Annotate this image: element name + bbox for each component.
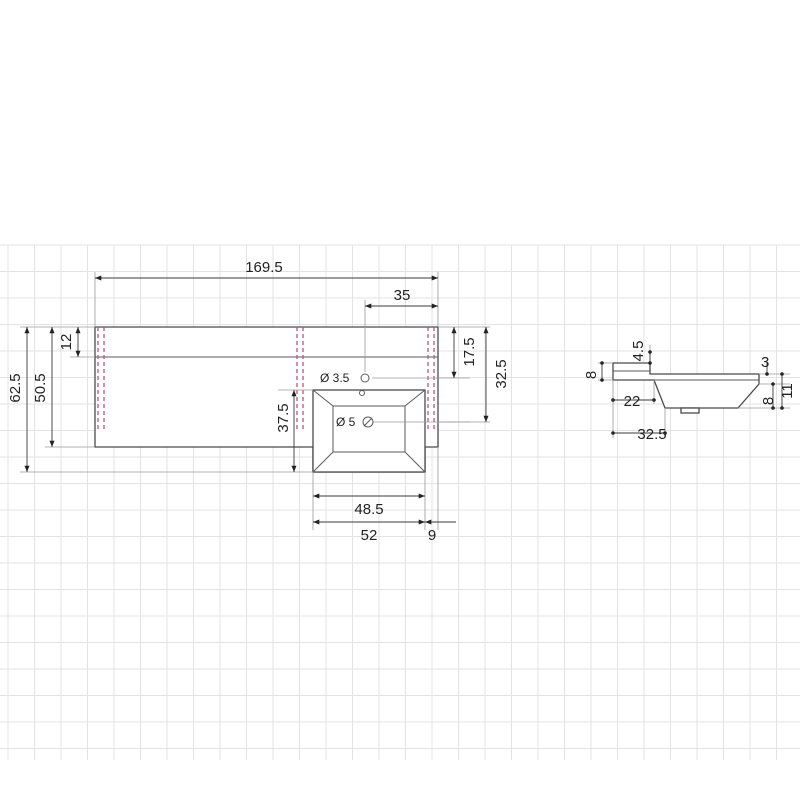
label-right-depth: 32.5 (493, 359, 510, 388)
label-drain-hole: Ø 5 (336, 415, 356, 429)
dim-tick (663, 431, 667, 435)
front-view: 169.5 35 62.5 50.5 12 17.5 32.5 37.5 48.… (7, 259, 510, 544)
dim-tick (611, 431, 615, 435)
dim-tick (648, 361, 652, 365)
dim-tick (652, 398, 656, 402)
tap-hole (360, 373, 370, 383)
label-tap-hole: Ø 3.5 (320, 371, 350, 385)
dim-tick (771, 382, 775, 386)
label-right-margin: 9 (428, 527, 436, 544)
label-top-band: 12 (58, 334, 75, 351)
basin-corner-br (404, 451, 426, 473)
label-rim-height: 3 (761, 354, 769, 371)
label-step-height: 8 (583, 371, 600, 379)
label-basin-depth: 37.5 (275, 403, 292, 432)
label-step-width: 4.5 (630, 341, 647, 362)
label-depth: 50.5 (32, 373, 49, 402)
basin-inner (332, 405, 406, 453)
dim-tick (648, 350, 652, 354)
dim-tick (611, 398, 615, 402)
label-bowl-width: 22 (624, 393, 641, 410)
dim-tick (780, 372, 784, 376)
side-view: 8 4.5 3 8 11 22 32.5 (583, 341, 796, 443)
label-overall-width: 169.5 (245, 259, 283, 276)
basin-corner-bl (312, 451, 334, 473)
background-grid (0, 244, 800, 760)
label-left-height: 62.5 (7, 373, 24, 402)
side-profile (612, 362, 760, 409)
label-right-offset: 35 (394, 287, 411, 304)
basin-corner-tr (404, 389, 426, 407)
side-drain-stub (680, 407, 700, 414)
dim-tick (600, 361, 604, 365)
dim-tick (771, 406, 775, 410)
label-basin-outer-width: 52 (361, 527, 378, 544)
label-basin-height: 8 (760, 397, 777, 405)
dim-tick (765, 372, 769, 376)
drain-hole-cross (363, 417, 373, 427)
dim-tick (600, 378, 604, 382)
label-hole-offset: 17.5 (461, 337, 478, 366)
basin-outer (312, 389, 426, 473)
label-overall-height: 11 (779, 383, 796, 399)
label-overall-depth: 32.5 (637, 426, 666, 443)
label-basin-inner-width: 48.5 (354, 501, 383, 518)
dim-tick (780, 406, 784, 410)
overflow-hole (359, 390, 365, 396)
basin-corner-tl (312, 389, 334, 407)
